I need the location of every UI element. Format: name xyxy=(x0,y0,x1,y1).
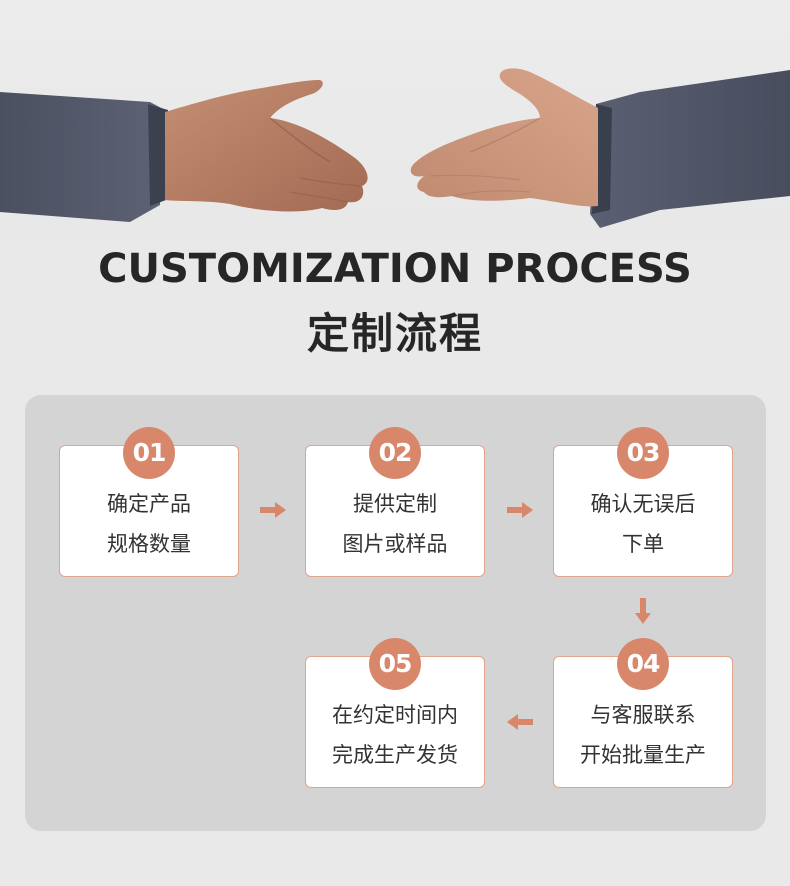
step-number-badge: 05 xyxy=(369,638,421,690)
page-title-chinese: 定制流程 xyxy=(306,309,483,358)
process-panel: 01 确定产品 规格数量 02 提供定制 图片或样品 03 确认无误后 下单 xyxy=(25,395,766,831)
step-description: 确定产品 规格数量 xyxy=(60,484,238,564)
step-line-1: 在约定时间内 xyxy=(332,703,458,727)
step-number-badge: 03 xyxy=(617,427,669,479)
step-description: 在约定时间内 完成生产发货 xyxy=(306,695,484,775)
step-description: 提供定制 图片或样品 xyxy=(306,484,484,564)
hero-handshake-image xyxy=(0,0,790,240)
step-line-1: 提供定制 xyxy=(353,492,437,516)
step-line-2: 下单 xyxy=(622,532,664,556)
page-title-english: CUSTOMIZATION PROCESS xyxy=(98,246,692,292)
arrow-left-icon xyxy=(507,714,533,730)
step-line-2: 完成生产发货 xyxy=(332,743,458,767)
process-step-2: 02 提供定制 图片或样品 xyxy=(305,427,485,577)
process-step-5: 05 在约定时间内 完成生产发货 xyxy=(305,638,485,788)
arrow-right-icon xyxy=(507,502,533,518)
step-number-badge: 02 xyxy=(369,427,421,479)
step-description: 确认无误后 下单 xyxy=(554,484,732,564)
step-line-2: 图片或样品 xyxy=(342,532,448,556)
step-number-badge: 04 xyxy=(617,638,669,690)
process-step-1: 01 确定产品 规格数量 xyxy=(59,427,239,577)
arrow-down-icon xyxy=(635,598,651,624)
step-line-2: 开始批量生产 xyxy=(580,743,706,767)
handshake-illustration xyxy=(0,68,790,228)
process-step-4: 04 与客服联系 开始批量生产 xyxy=(553,638,733,788)
step-description: 与客服联系 开始批量生产 xyxy=(554,695,732,775)
step-line-2: 规格数量 xyxy=(107,532,191,556)
step-line-1: 与客服联系 xyxy=(590,703,696,727)
process-step-3: 03 确认无误后 下单 xyxy=(553,427,733,577)
step-line-1: 确认无误后 xyxy=(590,492,696,516)
step-number-badge: 01 xyxy=(123,427,175,479)
step-line-1: 确定产品 xyxy=(107,492,191,516)
arrow-right-icon xyxy=(260,502,286,518)
